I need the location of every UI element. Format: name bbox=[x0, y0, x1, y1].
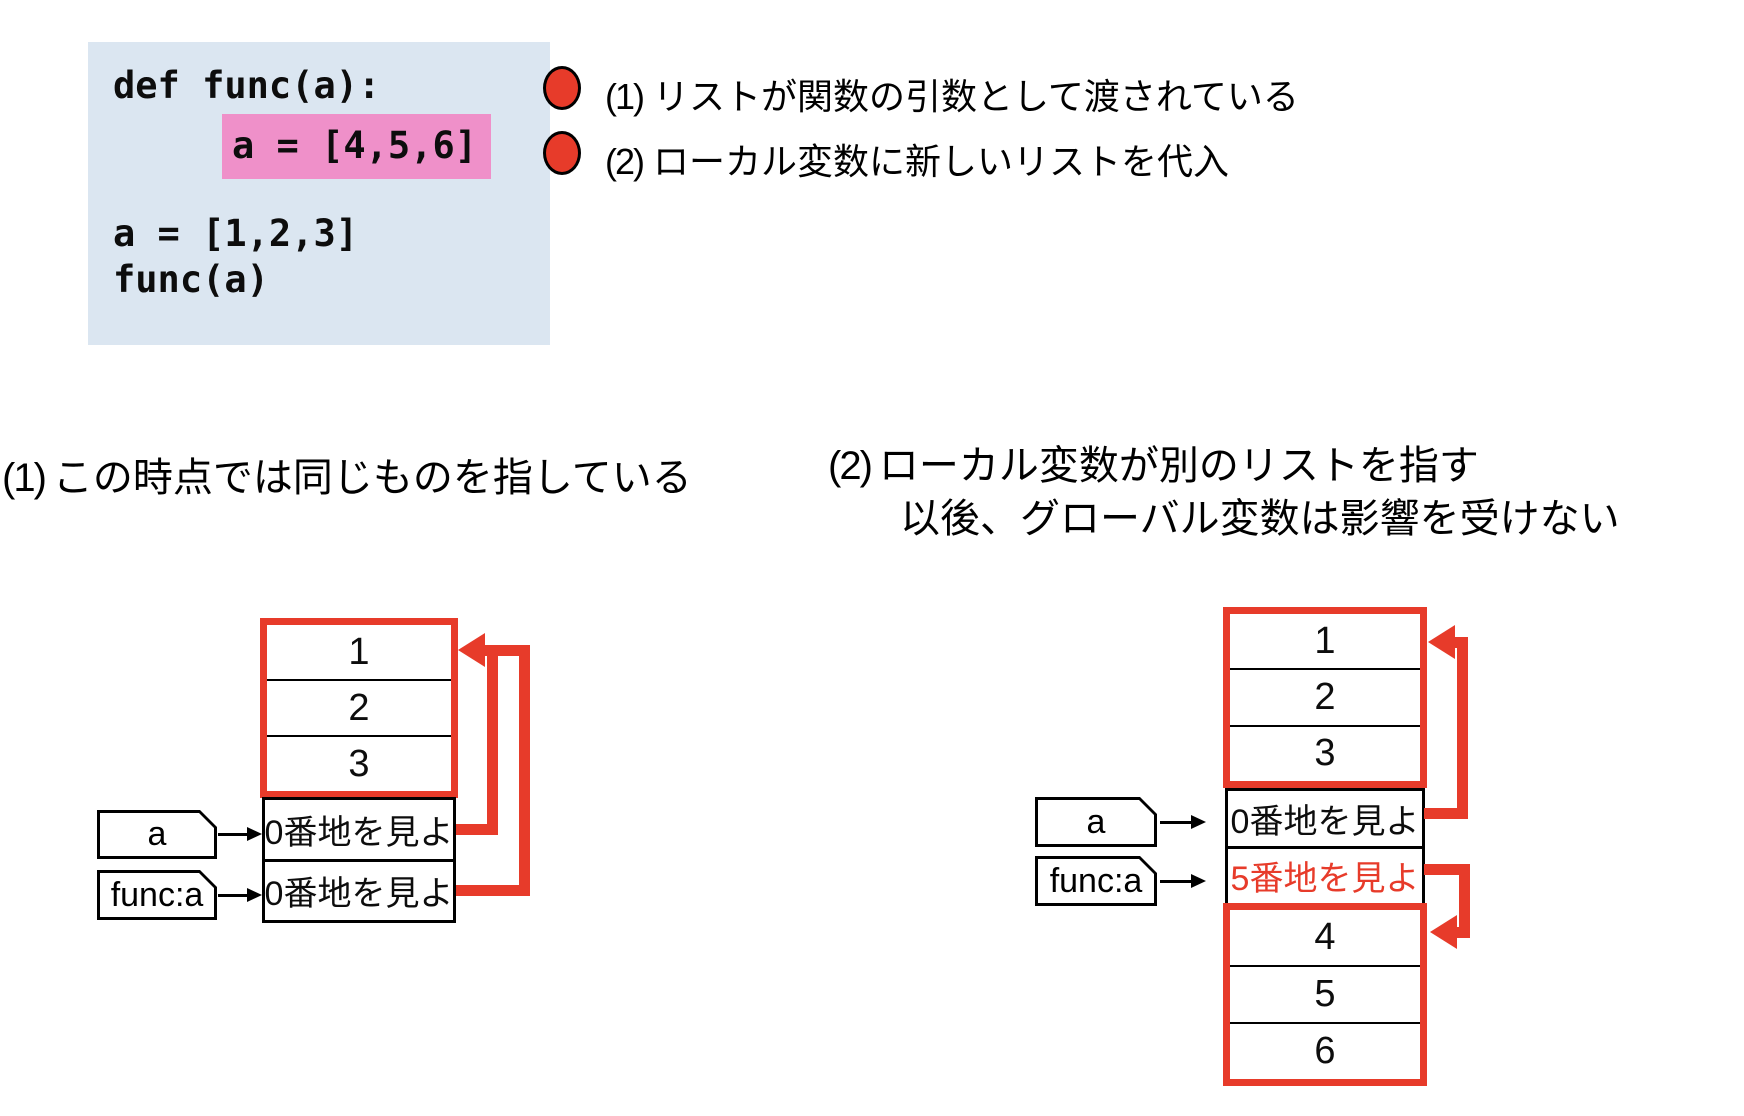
arrow-head-icon bbox=[247, 888, 262, 902]
arrow-line bbox=[218, 894, 249, 897]
variable-tag-a-label: a bbox=[100, 813, 214, 856]
list-cell: 6 bbox=[1230, 1022, 1420, 1079]
pointer-arrow bbox=[1160, 874, 1206, 889]
pointer-arrow bbox=[218, 827, 262, 842]
code-line-def: def func(a): bbox=[113, 64, 381, 107]
ref-arrow-head-icon bbox=[458, 633, 485, 667]
right-list-box-456: 4 5 6 bbox=[1223, 903, 1427, 1086]
ref-arrow-head-icon bbox=[1430, 915, 1457, 949]
ref-arrow-a-segment bbox=[456, 824, 498, 835]
code-line-call: func(a) bbox=[113, 258, 269, 301]
arrow-line bbox=[1160, 880, 1193, 883]
right-list-box-123: 1 2 3 bbox=[1223, 607, 1427, 788]
list-cell: 5 bbox=[1230, 965, 1420, 1022]
arrow-line bbox=[1160, 821, 1193, 824]
annotation-2: (2)ローカル変数に新しいリストを代入 bbox=[605, 133, 1229, 185]
pointer-arrow bbox=[218, 888, 262, 903]
caption-right-line2: 以後、グローバル変数は影響を受けない bbox=[900, 497, 1620, 541]
variable-tag-a: a bbox=[97, 810, 217, 859]
left-list-box-123: 1 2 3 bbox=[260, 618, 458, 798]
caption-right-line1-text: ローカル変数が別のリストを指す bbox=[878, 444, 1479, 488]
address-cell-func-a: 5番地を見よ bbox=[1228, 845, 1422, 904]
variable-tag-func-a-label: func:a bbox=[1038, 859, 1154, 903]
list-cell: 1 bbox=[348, 630, 370, 673]
list-cell: 3 bbox=[1230, 724, 1420, 781]
ref-arrow-func-a-segment bbox=[1453, 927, 1470, 938]
annotation-1: (1)リストが関数の引数として渡されている bbox=[605, 68, 1299, 120]
list-cell: 4 bbox=[1314, 916, 1336, 958]
ref-arrow-a-segment bbox=[1424, 808, 1468, 819]
ref-arrow-shared-segment bbox=[480, 645, 530, 656]
ref-arrow-a-segment bbox=[487, 645, 498, 835]
list-cell: 2 bbox=[1230, 668, 1420, 724]
list-cell: 3 bbox=[267, 735, 451, 791]
variable-tag-func-a: func:a bbox=[1035, 856, 1157, 906]
caption-right-marker: (2) bbox=[828, 444, 873, 488]
red-bullet-icon bbox=[543, 131, 581, 175]
variable-tag-func-a-label: func:a bbox=[100, 873, 214, 917]
variable-tag-a: a bbox=[1035, 797, 1157, 847]
code-line-global-assign: a = [1,2,3] bbox=[113, 212, 359, 255]
ref-arrow-func-a-segment bbox=[519, 645, 530, 896]
code-block: def func(a): a = [4,5,6] a = [1,2,3] fun… bbox=[88, 42, 550, 345]
highlighted-code: a = [4,5,6] bbox=[222, 114, 492, 179]
list-cell: 2 bbox=[267, 679, 451, 735]
ref-arrow-func-a-segment bbox=[1424, 864, 1470, 875]
left-address-cells: 0番地を見よ 0番地を見よ bbox=[262, 797, 456, 923]
ref-arrow-func-a-segment bbox=[456, 885, 530, 896]
ref-arrow-head-icon bbox=[1428, 625, 1455, 659]
address-cell-func-a: 0番地を見よ bbox=[265, 858, 453, 921]
code-line-local-assign: a = [4,5,6] bbox=[222, 114, 492, 179]
caption-left-text: この時点では同じものを指している bbox=[52, 456, 692, 500]
arrow-line bbox=[218, 833, 249, 836]
annotation-2-marker: (2) bbox=[605, 141, 645, 182]
variable-tag-a-label: a bbox=[1038, 800, 1154, 844]
address-cell-a: 0番地を見よ bbox=[264, 813, 454, 852]
ref-arrow-func-a-segment bbox=[1459, 864, 1470, 938]
annotation-2-text: ローカル変数に新しいリストを代入 bbox=[653, 141, 1230, 182]
red-bullet-icon bbox=[543, 66, 581, 110]
caption-right-line1: (2)ローカル変数が別のリストを指す bbox=[828, 440, 1620, 493]
arrow-head-icon bbox=[1191, 874, 1206, 888]
ref-arrow-a-segment bbox=[1457, 637, 1468, 819]
list-cell: 1 bbox=[1314, 619, 1336, 662]
caption-left-marker: (1) bbox=[2, 456, 47, 500]
caption-left: (1)この時点では同じものを指している bbox=[2, 452, 692, 505]
address-cell-a: 0番地を見よ bbox=[1230, 802, 1420, 841]
arrow-head-icon bbox=[247, 827, 262, 841]
arrow-head-icon bbox=[1191, 815, 1206, 829]
variable-tag-func-a: func:a bbox=[97, 870, 217, 920]
right-address-cells: 0番地を見よ 5番地を見よ bbox=[1225, 788, 1425, 906]
annotation-1-text: リストが関数の引数として渡されている bbox=[653, 76, 1299, 117]
pointer-arrow bbox=[1160, 815, 1206, 830]
annotation-1-marker: (1) bbox=[605, 76, 645, 117]
caption-right: (2)ローカル変数が別のリストを指す 以後、グローバル変数は影響を受けない bbox=[828, 440, 1620, 546]
ref-arrow-a-segment bbox=[1450, 637, 1468, 648]
